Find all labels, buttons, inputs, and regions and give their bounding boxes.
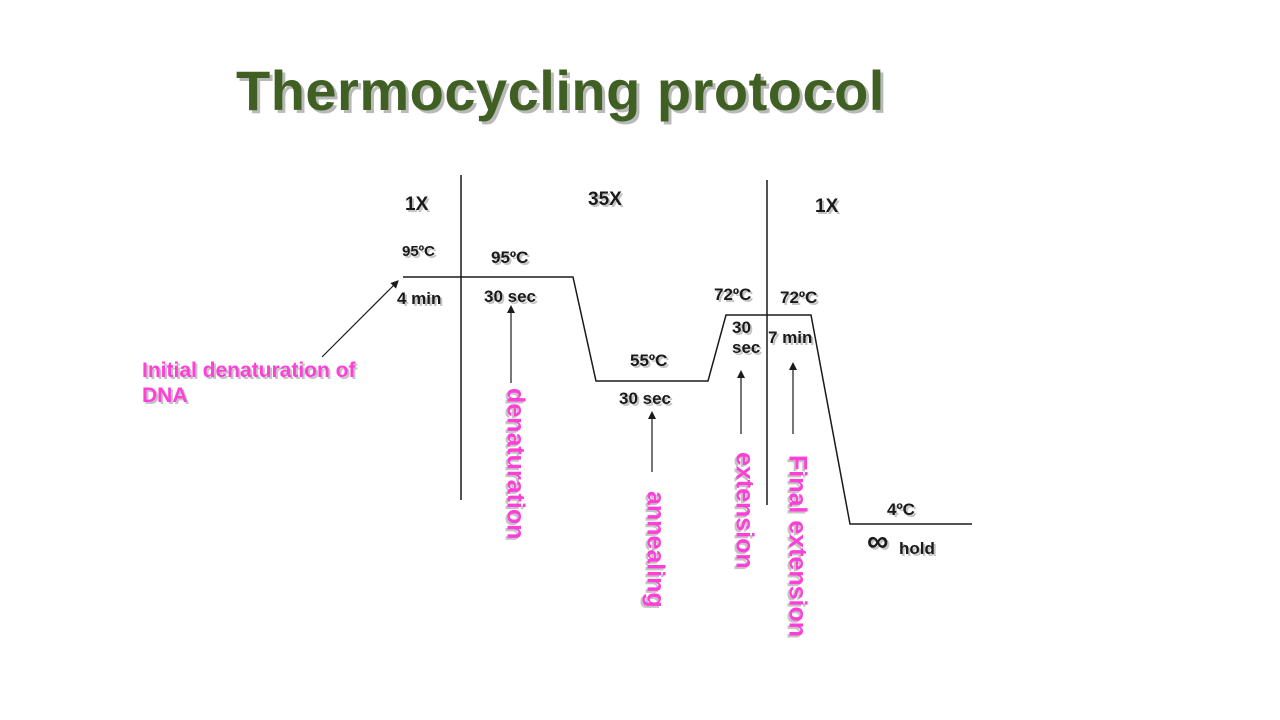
annealing-temp: 55ºC [630, 351, 668, 370]
final-extension-label: Final extension [783, 455, 812, 637]
cycle-count-initial: 1X [405, 194, 429, 215]
annealing-time: 30 sec [619, 389, 671, 408]
denaturation-label: denaturation [501, 388, 530, 540]
annealing-label: annealing [641, 491, 670, 608]
page-title: Thermocycling protocol [236, 59, 885, 122]
denaturation-time: 30 sec [484, 287, 536, 306]
extension-time: 30 sec [732, 318, 761, 357]
final-extension-temp: 72ºC [780, 288, 818, 307]
hold-temp: 4ºC [887, 500, 915, 519]
hold-label: hold [899, 539, 935, 558]
final-extension-time: 7 min [768, 328, 813, 347]
initial-denaturation-time: 4 min [397, 289, 442, 308]
temperature-profile-line [403, 276, 972, 525]
initial-denaturation-temp: 95ºC [402, 243, 435, 260]
initial-denaturation-label: Initial denaturation of DNA [142, 359, 356, 407]
cycle-count-final: 1X [815, 196, 839, 217]
initial-denaturation-arrow [321, 280, 399, 358]
denaturation-temp: 95ºC [491, 248, 529, 267]
infinity-symbol: ∞ [867, 525, 889, 558]
cycle-count-main: 35X [588, 189, 622, 210]
extension-label: extension [730, 452, 759, 569]
extension-temp: 72ºC [714, 285, 752, 304]
